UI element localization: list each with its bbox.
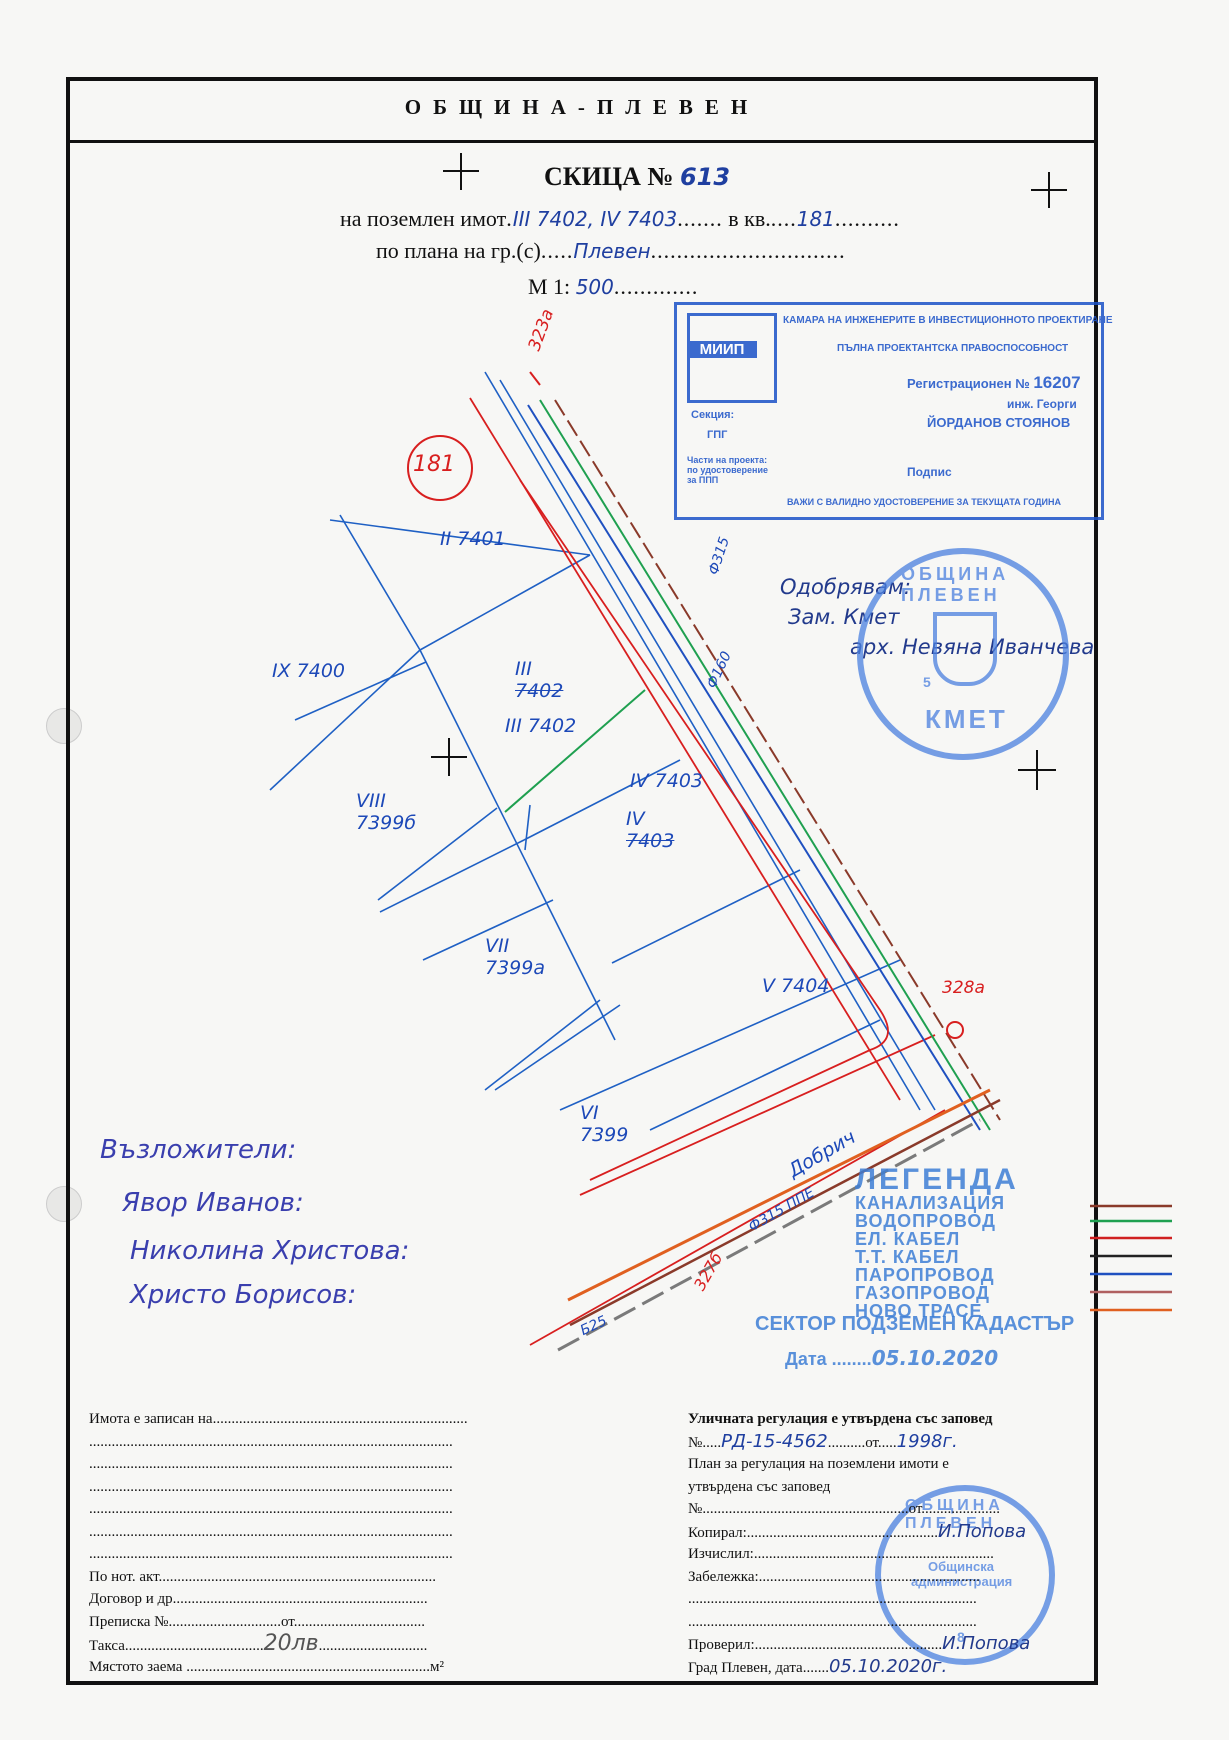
block-label: в кв. [728,206,771,231]
block-circle-label: 181 [413,452,455,477]
legend-item: ГАЗОПРОВОД [855,1283,990,1303]
notary-row: По нот. акт.............................… [89,1568,437,1585]
admin-stamp-subtitle: Общинска администрация [911,1559,1013,1589]
client-name: Явор Иванов: [122,1188,304,1218]
blank-row: ........................................… [89,1433,453,1450]
parcel-label: III 7402 [505,715,577,737]
capacity-text: ПЪЛНА ПРОЕКТАНТСКА ПРАВОСПОСОБНОСТ [837,343,1069,354]
blank-row: ........................................… [89,1456,453,1472]
admin-stamp-number: 8 [957,1629,965,1645]
clients-title: Възложители: [100,1135,297,1165]
section-value: ГПГ [707,429,728,441]
parts-label: Части на проекта: по удостоверение за ПП… [687,455,768,485]
plan-label: по плана на гр.(с) [376,238,541,263]
blank-row: ........................................… [89,1546,453,1562]
street-regulation-title: Уличната регулация е утвърдена със запов… [688,1411,993,1427]
punch-hole-bottom [46,1186,82,1222]
property-label: на поземлен имот [340,206,507,231]
legend-item: НОВО ТРАСЕ [855,1301,983,1321]
blank-row: ........................................… [89,1523,453,1540]
engineer-stamp: МИИП КАМАРА НА ИНЖЕНЕРИТЕ В ИНВЕСТИЦИОНН… [674,302,1113,520]
validity-text: ВАЖИ С ВАЛИДНО УДОСТОВЕРЕНИЕ ЗА ТЕКУЩАТА… [787,497,1061,507]
parcel-label: V 7404 [762,975,830,997]
marker-right: 328а [942,978,985,998]
municipality-title: ОБЩИНА-ПЛЕВЕН [404,95,760,119]
admin-stamp: ОБЩИНА ПЛЕВЕН Общинска администрация 8 [875,1485,1055,1665]
mayor-stamp-number: 5 [923,674,931,690]
registration-form: Имота е записан на......................… [89,1408,499,1678]
fee-row: Такса...................................… [89,1633,428,1656]
blank-row: ........................................… [89,1501,453,1517]
chamber-name: КАМАРА НА ИНЖЕНЕРИТЕ В ИНВЕСТИЦИОННОТО П… [783,315,1113,326]
scale-value: 500 [575,275,614,299]
reg-line: Регистрационен № 16207 [907,373,1081,392]
property-line: на поземлен имот.III 7402, IV 7403......… [340,206,900,231]
contract-row: Договор и др............................… [89,1591,428,1607]
legend-item: ВОДОПРОВОД [855,1211,996,1231]
chamber-logo-icon [687,313,777,403]
scale-label: М 1: [528,274,571,299]
plan-regulation-line: План за регулация на поземлени имоти е [688,1456,949,1472]
punch-hole-top [46,708,82,744]
sector-stamp: СЕКТОР ПОДЗЕМЕН КАДАСТЪР [755,1313,1075,1335]
sketch-title: СКИЦА № 613 [544,162,730,192]
area-row: Мястото заема ..........................… [89,1658,444,1675]
legend-date: Дата ........05.10.2020 [785,1346,999,1370]
plan-line: по плана на гр.(с).....Плевен...........… [376,238,846,263]
legend-lines [1090,1204,1172,1312]
copied-row: Копирал:................................… [688,1520,1027,1542]
checked-row: Проверил:...............................… [688,1633,1031,1654]
sketch-title-label: СКИЦА № [544,162,674,191]
city-date-row: Град Плевен, дата.......05.10.2020г. [688,1655,948,1677]
owner-row: Имота е записан на......................… [89,1411,468,1427]
legend-item: Т.Т. КАБЕЛ [855,1247,960,1267]
legend-item: ЕЛ. КАБЕЛ [855,1229,961,1249]
legend-stamp: ЛЕГЕНДА КАНАЛИЗАЦИЯ ВОДОПРОВОД ЕЛ. КАБЕЛ… [855,1163,1019,1321]
property-value: III 7402, IV 7403 [512,207,678,231]
mayor-stamp-text: ОБЩИНА ПЛЕВЕН [901,564,1010,605]
scale-line: М 1: 500............. [528,274,699,299]
header-row: ОБЩИНА-ПЛЕВЕН [66,77,1098,143]
parcel-label: II 7401 [440,528,506,550]
legend-title: ЛЕГЕНДА [855,1163,1019,1196]
regulation-form: Уличната регулация е утвърдена със запов… [688,1408,1088,1678]
plan-regulation-line: утвърдена със заповед [688,1478,831,1495]
signature-label: Подпис [907,465,952,479]
mayor-stamp: ОБЩИНА ПЛЕВЕН КМЕТ 5 [857,548,1069,760]
mayor-stamp-title: КМЕТ [925,704,1008,734]
street-order-row: №.....РД-15-4562..........от.....1998г. [688,1430,958,1452]
block-value: 181 [796,207,835,231]
engineer-name: ЙОРДАНОВ СТОЯНОВ [927,415,1071,430]
client-name: Николина Христова: [130,1236,410,1266]
plan-value: Плевен [573,239,651,263]
transcript-row: Преписка №..............................… [89,1613,425,1630]
document-frame [66,77,1098,1685]
engineer-label: инж. Георги [1007,397,1077,411]
admin-stamp-text: ОБЩИНА ПЛЕВЕН [905,1497,1004,1532]
blank-row: ........................................… [89,1478,453,1495]
parcel-label: IX 7400 [272,660,346,682]
blank-row: ........................................… [688,1613,977,1630]
client-name: Христо Борисов: [130,1280,357,1310]
calc-row: Изчислил:...............................… [688,1546,994,1562]
coat-of-arms-icon [933,612,997,686]
legend-item: ПАРОПРОВОД [855,1265,995,1285]
note-row: Забележка:..............................… [688,1568,980,1585]
block-number-circle [407,435,473,501]
sketch-number: 613 [679,163,731,191]
chamber-logo-text: МИИП [687,341,757,358]
legend-item: КАНАЛИЗАЦИЯ [855,1193,1006,1213]
parcel-label: IV 7403 [630,770,704,792]
plan-order-row: №.......................................… [688,1501,1001,1517]
blank-row: ........................................… [688,1591,977,1607]
section-label: Секция: [691,409,735,421]
